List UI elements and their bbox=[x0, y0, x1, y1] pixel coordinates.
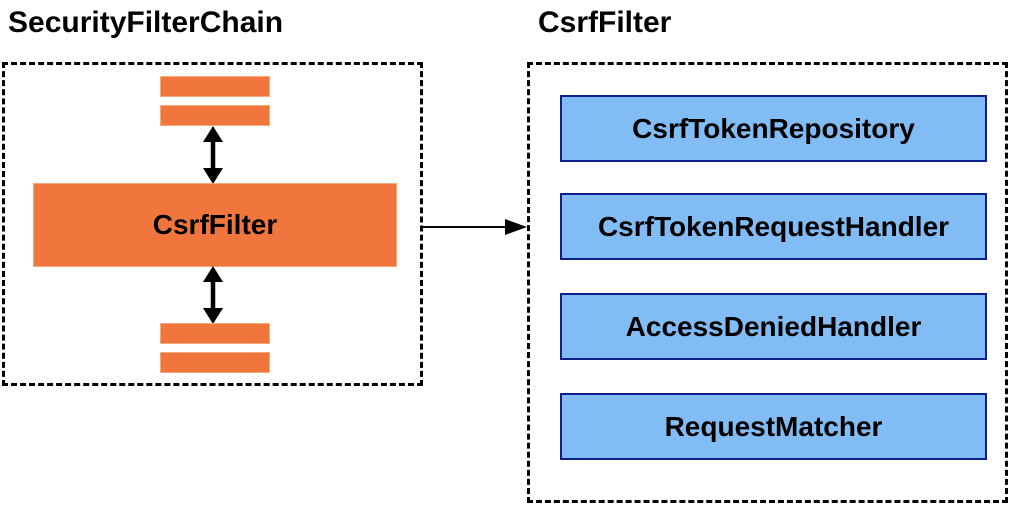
security-filter-chain-container bbox=[2, 62, 423, 386]
csrf-filter-container bbox=[527, 62, 1008, 503]
component-label: AccessDeniedHandler bbox=[625, 310, 922, 342]
bidirectional-arrow-top-icon bbox=[198, 126, 228, 184]
component-box-csrf-token-request-handler: CsrfTokenRequestHandler bbox=[542, 193, 987, 278]
component-label: RequestMatcher bbox=[664, 410, 883, 442]
other-filter-bar-top-2 bbox=[160, 105, 270, 126]
csrf-filter-title: CsrfFilter bbox=[538, 6, 672, 39]
component-label: CsrfTokenRequestHandler bbox=[597, 210, 950, 242]
csrf-filter-box-label: CsrfFilter bbox=[152, 209, 278, 240]
security-filter-chain-title: SecurityFilterChain bbox=[8, 6, 284, 39]
other-filter-bar-bottom-2 bbox=[160, 352, 270, 373]
right-arrow-icon bbox=[423, 217, 527, 237]
csrf-filter-box: CsrfFilter bbox=[14, 183, 397, 286]
component-box-csrf-token-repository: CsrfTokenRepository bbox=[542, 95, 987, 180]
component-label: CsrfTokenRepository bbox=[632, 112, 915, 144]
component-box-access-denied-handler: AccessDeniedHandler bbox=[542, 293, 987, 378]
component-box-request-matcher: RequestMatcher bbox=[542, 393, 987, 478]
other-filter-bar-top-1 bbox=[160, 76, 270, 97]
bidirectional-arrow-bottom-icon bbox=[198, 266, 228, 324]
other-filter-bar-bottom-1 bbox=[160, 323, 270, 344]
